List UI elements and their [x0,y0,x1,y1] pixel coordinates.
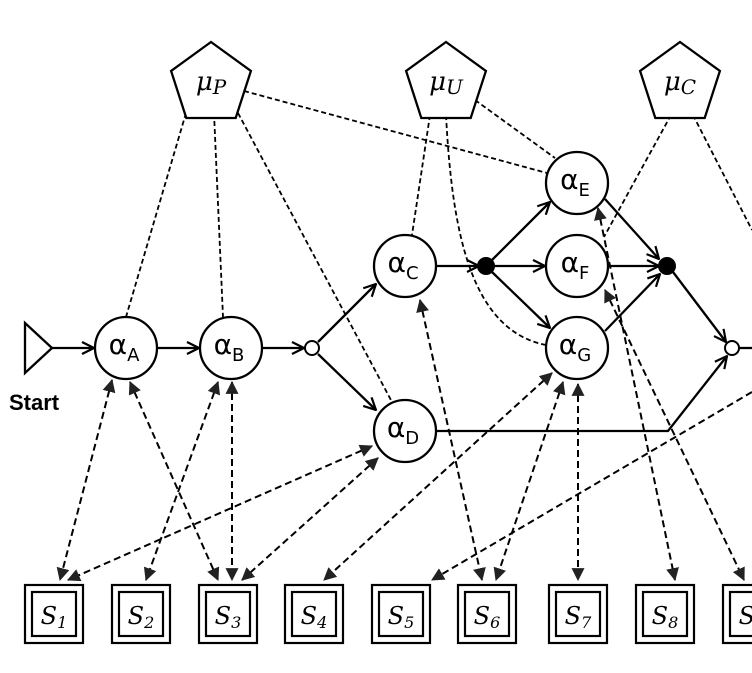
activity-circle-icon [544,233,610,299]
state-link-A-S3 [128,381,220,581]
state-label: S9 [739,602,752,632]
state-S4[interactable]: S4 [283,583,345,645]
activity-circle-icon [93,315,159,381]
state-S8[interactable]: S8 [634,583,696,645]
state-S6[interactable]: S6 [456,583,518,645]
state-inner-box [641,590,689,638]
state-link-G-S4 [323,372,553,581]
state-S1[interactable]: S1 [23,583,85,645]
pool-C[interactable]: μC [638,40,722,120]
activity-circle-icon [198,315,264,381]
pool-link-U-E [474,99,556,159]
state-S2[interactable]: S2 [110,583,172,645]
activity-circle-icon [372,398,438,464]
pool-link-P-B [213,112,224,318]
activity-G[interactable]: αG [544,315,610,381]
gateways [304,257,740,356]
state-inner-box [554,590,602,638]
start-event[interactable]: Start [9,320,60,415]
pool-label: μC [664,67,696,99]
state-links [56,206,752,582]
state-link-B-S2 [143,380,221,582]
gateway-and-join-icon[interactable] [658,257,676,275]
state-S5[interactable]: S5 [370,583,432,645]
state-inner-box [30,590,78,638]
state-link-D-S3 [241,457,379,581]
pentagon-icon [169,40,253,120]
pool-P[interactable]: μP [169,40,253,120]
gateway-join1-icon[interactable] [724,340,740,356]
flow-E-andjoin [604,198,659,259]
state-label: S8 [652,602,679,632]
state-inner-box [117,590,165,638]
state-link-A-S1 [56,378,116,582]
pentagon-icon [404,40,488,120]
state-S7[interactable]: S7 [547,583,609,645]
activity-label: αG [559,328,591,366]
activity-B[interactable]: αB [198,315,264,381]
state-S3[interactable]: S3 [197,583,259,645]
state-label: S5 [388,602,415,632]
flow-andsplit-G [491,271,550,328]
activity-label: αD [387,411,419,449]
start-label: Start [9,390,60,415]
start-triangle-icon [23,320,54,376]
activities: αA αB αC αD αE αF αG [93,150,610,464]
activity-label: αC [387,246,418,284]
pool-link-P-E [243,90,548,174]
pentagon-icon [638,40,722,120]
flow-split-D [317,353,376,410]
state-inner-box [377,590,425,638]
state-label: S3 [215,602,242,632]
state-S9[interactable]: S9 [721,583,752,645]
flow-split-C [317,284,376,343]
flow-G-andjoin [604,274,660,332]
state-inner-box [728,590,752,638]
pool-link-P-D [237,112,393,403]
state-label: S7 [565,602,592,632]
activity-circle-icon [372,233,438,299]
flow-D-join [437,356,727,433]
pool-link-C-offscreen [692,114,752,231]
activity-label: αE [560,163,590,201]
pool-U[interactable]: μU [404,40,488,120]
pool-label: μP [196,67,227,99]
flow-edges [52,198,752,433]
state-label: S2 [128,602,155,632]
state-label: S4 [301,602,328,632]
gateway-and-split-icon[interactable] [477,257,495,275]
state-label: S1 [41,602,68,632]
pool-label: μU [429,67,464,99]
gateway-split1-icon[interactable] [304,340,320,356]
activity-E[interactable]: αE [544,150,610,216]
state-link-D-S1 [67,444,373,582]
flow-andjoin-join [672,271,726,342]
state-link-offscreen-S5 [431,391,752,581]
resource-pools: μP μU μC [169,40,722,120]
state-label: S6 [474,602,501,632]
activity-circle-icon [544,150,610,216]
pool-link-U-C [411,114,431,236]
pool-link-C-F [603,114,672,238]
activity-circle-icon [544,315,610,381]
activity-C[interactable]: αC [372,233,438,299]
activity-label: αA [109,328,140,366]
activity-D[interactable]: αD [372,398,438,464]
activity-F[interactable]: αF [544,233,610,299]
activity-A[interactable]: αA [93,315,159,381]
state-inner-box [290,590,338,638]
activity-label: αF [561,246,590,284]
state-link-F-S9 [604,289,745,581]
state-inner-box [204,590,252,638]
state-nodes: S1 S2 S3 S4 S5 S6 S7 S8 S9 [23,583,752,645]
pool-link-P-A [125,112,187,318]
activity-label: αB [214,328,245,366]
state-inner-box [463,590,511,638]
state-link-G-S6 [493,380,566,582]
flow-andsplit-E [491,202,550,261]
